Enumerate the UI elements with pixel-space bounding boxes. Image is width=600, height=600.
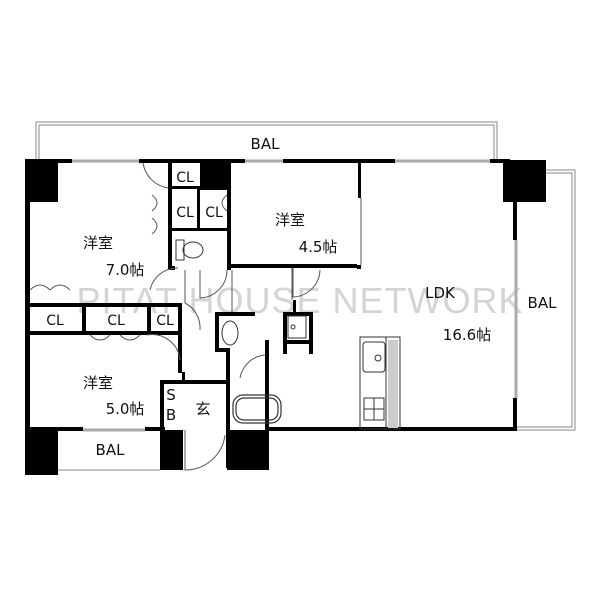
bal-bottom-label: BAL bbox=[96, 441, 126, 459]
shoebox-label-s: S bbox=[166, 386, 176, 404]
room-2-size: 4.5帖 bbox=[299, 238, 338, 256]
washing-machine-icon bbox=[287, 315, 307, 339]
walls bbox=[25, 159, 546, 475]
bal-right-label: BAL bbox=[528, 294, 558, 312]
windows bbox=[72, 159, 518, 432]
room-3-size: 5.0帖 bbox=[106, 400, 145, 418]
doors-and-partitions bbox=[29, 162, 362, 471]
room-1-size: 7.0帖 bbox=[106, 261, 145, 279]
toilet-icon bbox=[175, 239, 204, 261]
balcony-top bbox=[35, 121, 498, 160]
closet-label: CL bbox=[46, 313, 64, 329]
bathtub-icon bbox=[232, 394, 282, 424]
ldk-label: LDK bbox=[425, 284, 456, 302]
closet-label: CL bbox=[107, 313, 125, 329]
bal-top-label: BAL bbox=[251, 135, 281, 153]
closet-label: CL bbox=[176, 170, 194, 186]
closet-label: CL bbox=[176, 205, 194, 221]
room-2-label: 洋室 bbox=[275, 211, 305, 229]
ldk-size: 16.6帖 bbox=[443, 326, 491, 344]
room-3-label: 洋室 bbox=[83, 374, 113, 392]
closet-label: CL bbox=[205, 205, 223, 221]
kitchen-backsplash bbox=[388, 340, 398, 428]
balcony-right bbox=[515, 169, 576, 431]
kitchen-counter bbox=[359, 336, 401, 430]
room-1-label: 洋室 bbox=[83, 234, 113, 252]
washbasin-icon bbox=[221, 320, 239, 346]
entrance-label: 玄 bbox=[195, 400, 210, 418]
shoebox-label-b: B bbox=[166, 406, 176, 424]
closet-label: CL bbox=[156, 313, 174, 329]
